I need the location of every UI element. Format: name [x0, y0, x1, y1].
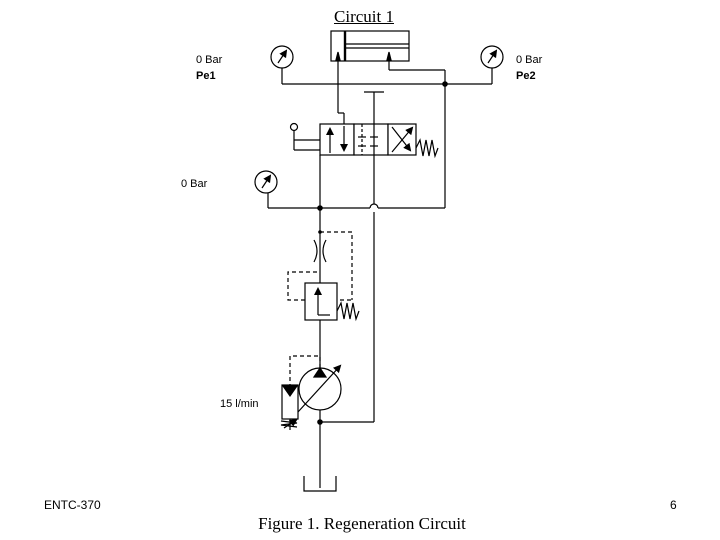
- gauge-pe1-reading: 0 Bar: [196, 54, 223, 66]
- double-acting-cylinder: [330, 30, 410, 62]
- gauge-pump-line-reading: 0 Bar: [181, 178, 208, 190]
- pressure-gauge-pe1: [270, 45, 294, 69]
- pressure-relief-valve: [287, 271, 360, 322]
- gauge-pe1-label: Pe1: [196, 70, 216, 82]
- pump-flow-label: 15 l/min: [220, 398, 259, 410]
- flow-control-orifice: [313, 231, 353, 301]
- reservoir-tank: [303, 476, 337, 492]
- circuit-title: Circuit 1: [334, 7, 394, 26]
- junction-dots: [317, 81, 448, 425]
- hydraulic-lines: [267, 61, 493, 488]
- footer-course: ENTC-370: [44, 498, 101, 512]
- pump-compensator: [280, 384, 299, 430]
- variable-displacement-pump: [289, 355, 342, 413]
- directional-control-valve: [289, 122, 439, 159]
- pressure-gauge-pe2: [480, 45, 504, 69]
- gauge-pe2-reading: 0 Bar: [516, 54, 543, 66]
- footer-page-number: 6: [670, 498, 677, 512]
- figure-caption: Figure 1. Regeneration Circuit: [258, 514, 466, 533]
- gauge-pe2-label: Pe2: [516, 70, 536, 82]
- pressure-gauge-pump-line: [254, 170, 278, 194]
